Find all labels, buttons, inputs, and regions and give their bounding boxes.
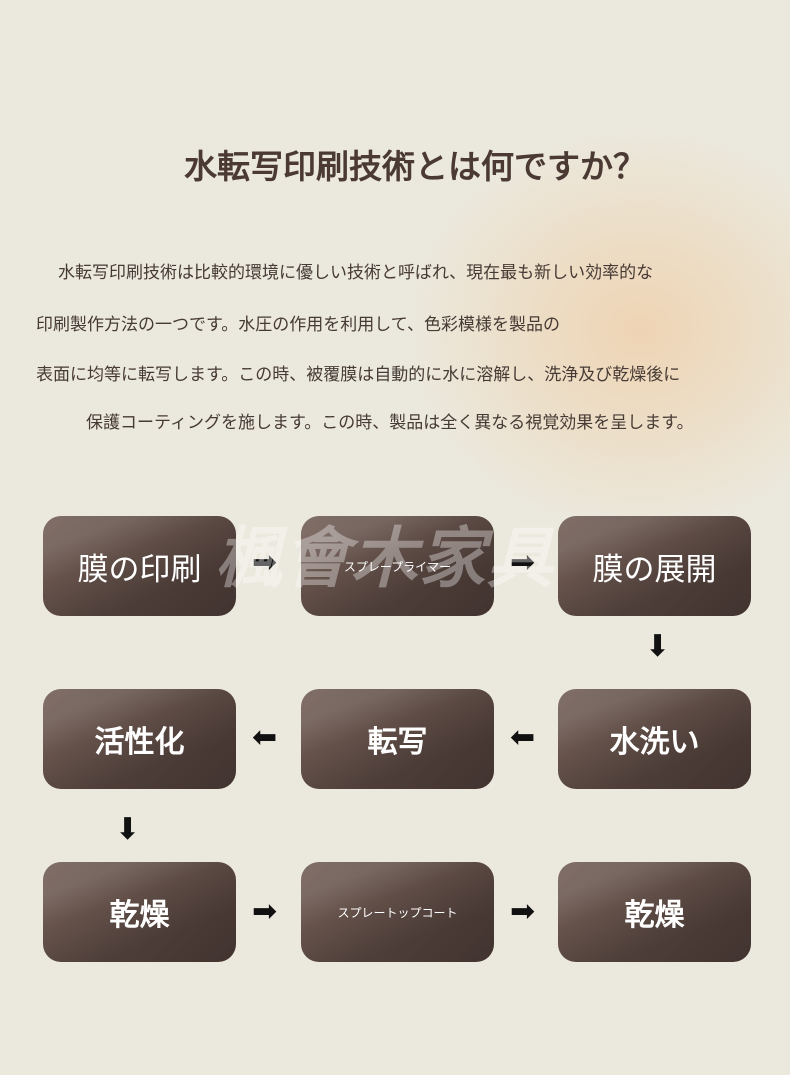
- step-label: 水洗い: [609, 725, 700, 760]
- page-title: 水転写印刷技術とは何ですか？: [184, 147, 646, 186]
- step-card: スプレープライマー: [301, 516, 494, 616]
- step-card: 膜の展開: [558, 516, 751, 616]
- step-card: 転写: [301, 689, 494, 789]
- arrow-right-icon: ➡: [252, 545, 278, 580]
- arrow-right-icon: ➡: [252, 894, 278, 929]
- step-label: 乾燥: [109, 898, 170, 933]
- step-card: 乾燥: [558, 862, 751, 962]
- step-label: スプレープライマー: [343, 559, 452, 574]
- step-label: 膜の印刷: [77, 551, 202, 588]
- paragraph-line: 水転写印刷技術は比較的環境に優しい技術と呼ばれ、現在最も新しい効率的な: [58, 263, 654, 283]
- step-card: 活性化: [43, 689, 236, 789]
- paragraph-line: 印刷製作方法の一つです。水圧の作用を利用して、色彩模様を製品の: [36, 315, 560, 335]
- step-label: 転写: [367, 725, 428, 760]
- step-label: 膜の展開: [592, 551, 717, 588]
- step-label: 活性化: [94, 725, 185, 760]
- arrow-right-icon: ➡: [510, 894, 536, 929]
- arrow-right-icon: ➡: [510, 545, 536, 580]
- paragraph-line: 表面に均等に転写します。この時、被覆膜は自動的に水に溶解し、洗浄及び乾燥後に: [36, 365, 681, 385]
- step-card: 膜の印刷: [43, 516, 236, 616]
- arrow-down-icon: ⬇: [115, 812, 141, 847]
- step-label: スプレートップコート: [337, 905, 458, 920]
- arrow-left-icon: ⬅: [252, 720, 278, 755]
- step-card: スプレートップコート: [301, 862, 494, 962]
- paragraph-line: 保護コーティングを施します。この時、製品は全く異なる視覚効果を呈します。: [86, 413, 694, 433]
- step-card: 乾燥: [43, 862, 236, 962]
- step-card: 水洗い: [558, 689, 751, 789]
- arrow-down-icon: ⬇: [645, 629, 671, 664]
- watermark: 楓會木家具: [215, 520, 555, 597]
- step-label: 乾燥: [624, 898, 685, 933]
- arrow-left-icon: ⬅: [510, 720, 536, 755]
